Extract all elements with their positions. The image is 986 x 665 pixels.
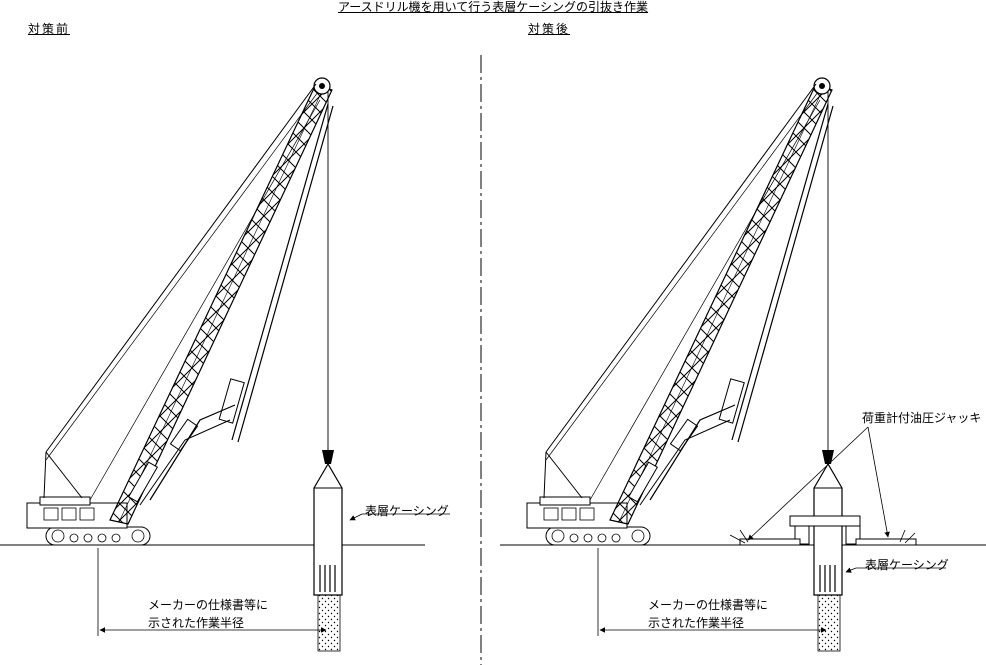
after-heading: 対策後 [528, 22, 571, 36]
left-radius-label-line1: メーカーの仕様書等に [148, 598, 269, 612]
right-radius-label-line1: メーカーの仕様書等に [648, 598, 769, 612]
before-heading: 対策前 [28, 22, 71, 36]
right-casing-label: 表層ケーシング [865, 558, 949, 572]
left-casing-label: 表層ケーシング [365, 504, 449, 518]
right-jack-label: 荷重計付油圧ジャッキ [862, 411, 982, 425]
left-radius-label-line2: 示された作業半径 [148, 616, 245, 630]
right-radius-label-line2: 示された作業半径 [648, 616, 745, 630]
diagram-title: アースドリル機を用いて行う表層ケーシングの引抜き作業 [337, 0, 649, 14]
